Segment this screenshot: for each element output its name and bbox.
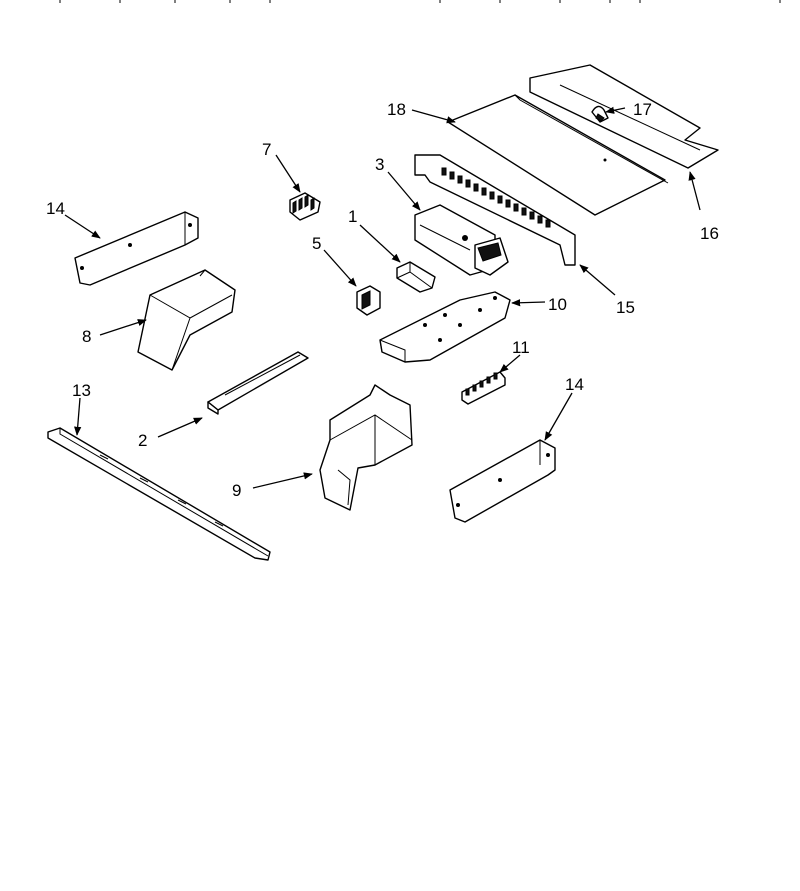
label-17: 17 bbox=[633, 100, 652, 119]
part-1-fuse bbox=[396, 261, 436, 293]
label-14-left: 14 bbox=[46, 199, 65, 218]
label-16: 16 bbox=[700, 224, 719, 243]
leader-lines bbox=[64, 106, 701, 489]
part-10-mounting-plate bbox=[379, 291, 511, 363]
part-18-top-cover bbox=[447, 94, 669, 216]
part-2-strip bbox=[207, 351, 309, 415]
label-10: 10 bbox=[548, 295, 567, 314]
label-18: 18 bbox=[387, 100, 406, 119]
part-9-duct-shroud bbox=[319, 384, 413, 511]
part-8-duct bbox=[137, 269, 236, 371]
label-14-right: 14 bbox=[565, 375, 584, 394]
part-7-terminal-block bbox=[289, 192, 321, 221]
part-3-control-assembly bbox=[414, 204, 509, 276]
label-15: 15 bbox=[616, 298, 635, 317]
part-15-panel-bracket bbox=[414, 154, 576, 266]
callout-labels: 1 2 3 5 7 8 9 10 11 13 14 14 15 16 17 18 bbox=[46, 100, 719, 500]
part-11-terminal-strip bbox=[461, 371, 506, 405]
label-3: 3 bbox=[375, 155, 384, 174]
label-5: 5 bbox=[312, 234, 321, 253]
label-13: 13 bbox=[72, 381, 91, 400]
part-17-clip bbox=[591, 105, 609, 123]
label-2: 2 bbox=[138, 431, 147, 450]
label-11: 11 bbox=[512, 338, 530, 357]
part-14-right-bracket bbox=[449, 439, 556, 523]
label-7: 7 bbox=[262, 140, 271, 159]
part-16-rear-panel bbox=[529, 64, 719, 169]
part-14-left-bracket bbox=[74, 211, 199, 286]
label-8: 8 bbox=[82, 327, 91, 346]
label-1: 1 bbox=[348, 207, 357, 226]
top-edge-marks bbox=[59, 0, 781, 3]
label-9: 9 bbox=[232, 481, 241, 500]
part-5-switch bbox=[356, 285, 381, 316]
part-13-rail bbox=[47, 427, 271, 561]
